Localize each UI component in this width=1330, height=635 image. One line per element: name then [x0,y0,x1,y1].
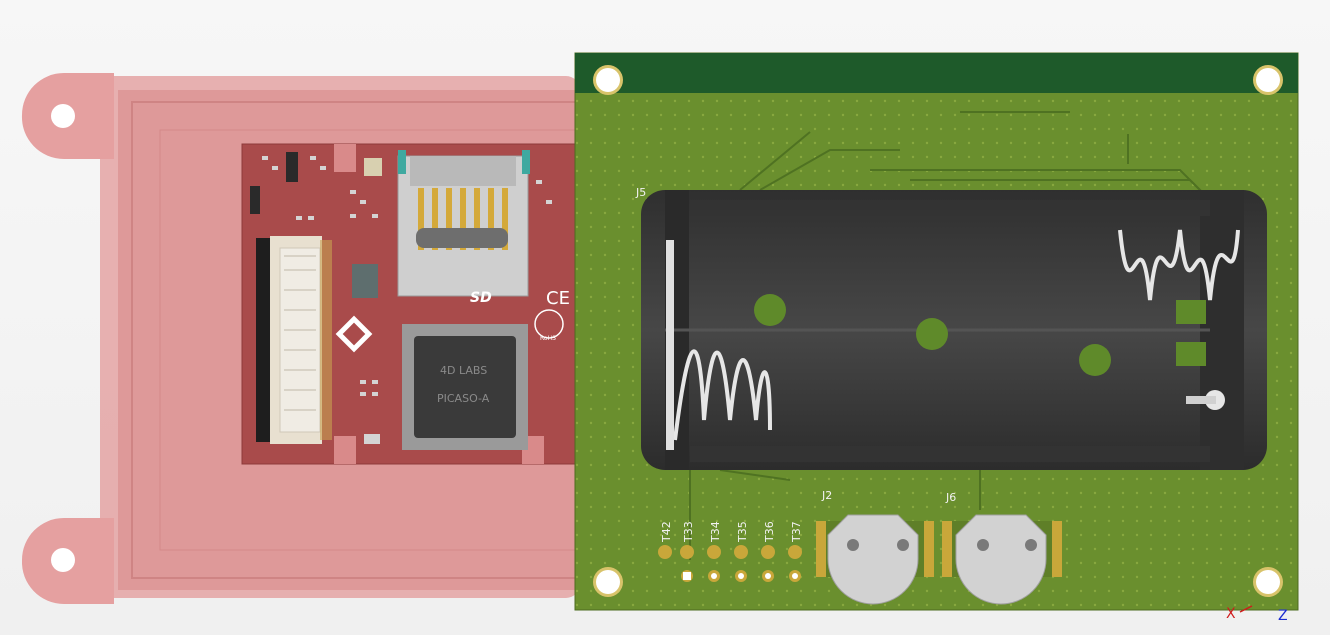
battery-hole-3 [1079,344,1111,376]
j6-label: J6 [945,491,956,504]
battery-holder[interactable]: J5 [635,186,1267,470]
4d-logo-icon [335,315,373,353]
battery-spring-right [1118,229,1240,301]
ce-mark: CE [546,288,570,309]
j2-label: J2 [821,489,832,502]
test-point[interactable]: T35 [734,521,749,582]
battery-hole-1 [754,294,786,326]
sd-card-socket [397,150,530,297]
svg-text:RoHS: RoHS [540,335,556,342]
svg-text:T42: T42 [660,521,673,543]
battery-hole-2 [916,318,948,350]
rohs-icon [534,309,564,339]
test-point[interactable]: T42 [658,521,673,559]
chip-brand: 4D LABS [440,364,487,377]
svg-text:T37: T37 [790,521,803,543]
fpc-connector [256,236,332,444]
picaso-chip [402,324,528,450]
sd-logo: SD [470,290,492,306]
coin-cell-holder-j6[interactable]: J6 [942,491,1062,605]
mount-hole-bottom [51,548,75,572]
battery-spring-left [666,240,772,450]
z-axis-label: Z [1278,608,1288,624]
battery-ref-label: J5 [635,186,646,199]
x-axis-label: X [1226,606,1236,622]
test-point[interactable]: T34 [707,521,722,582]
display-module-board[interactable]: SD CE RoHS 4D LABS PICASO-A [241,143,581,465]
chip-model: PICASO-A [437,392,490,405]
test-point[interactable]: T33 [680,521,695,582]
axis-triad: X Z [1226,605,1288,624]
test-point[interactable]: T37 [788,521,803,582]
pcb-mount-holes [593,65,1283,597]
mount-hole-top [51,104,75,128]
svg-text:T36: T36 [763,521,776,543]
svg-text:T35: T35 [736,521,749,543]
svg-text:T33: T33 [682,521,695,543]
coin-cell-holder-j2[interactable]: J2 [816,489,934,605]
svg-text:T34: T34 [709,521,722,543]
test-points: T42 T33 T34 T35 T36 T37 [658,521,803,582]
test-point[interactable]: T36 [761,521,776,582]
